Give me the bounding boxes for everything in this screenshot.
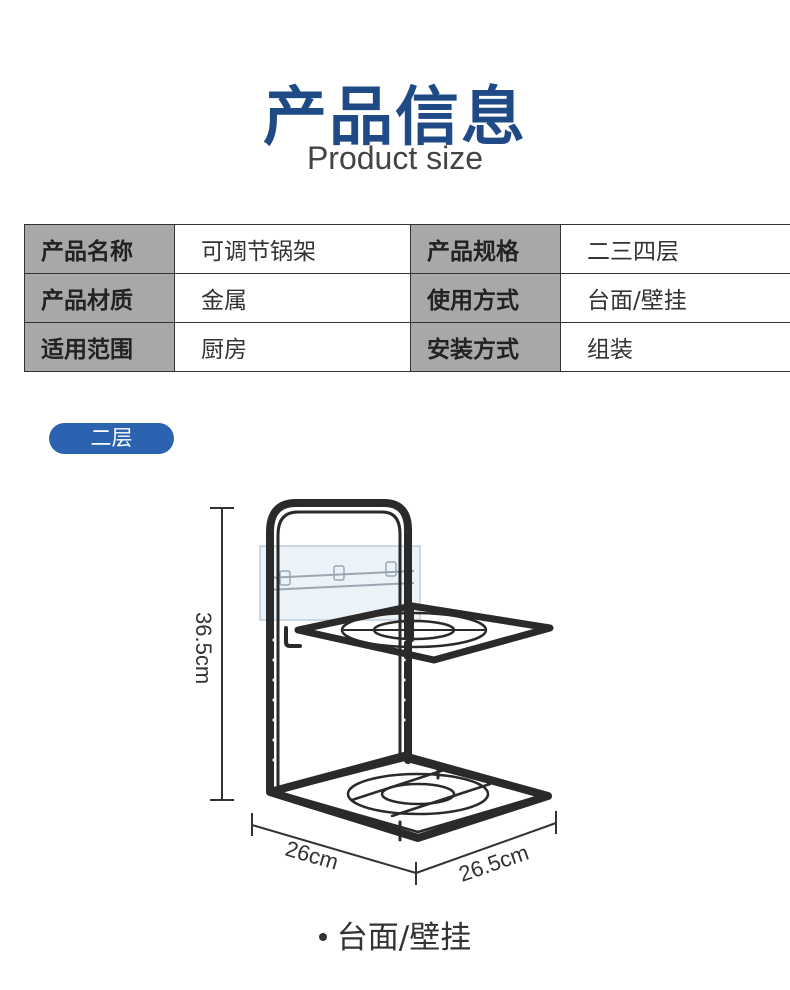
spec-value: 二三四层 — [560, 224, 790, 274]
width-dimension — [415, 811, 557, 874]
table-row: 适用范围 厨房 安装方式 组装 — [24, 322, 790, 372]
bullet-dot-icon — [318, 932, 327, 941]
spec-key: 安装方式 — [410, 322, 561, 372]
product-illustration: 36.5cm 26cm 26.5cm — [191, 499, 557, 887]
page-subtitle: Product size — [306, 140, 484, 176]
width-label: 26.5cm — [455, 840, 531, 887]
spec-key: 适用范围 — [24, 322, 175, 372]
caption-text: 台面/壁挂 — [336, 920, 472, 956]
spec-value: 台面/壁挂 — [560, 273, 790, 323]
table-row: 产品材质 金属 使用方式 台面/壁挂 — [24, 273, 790, 323]
spec-value: 可调节锅架 — [174, 224, 411, 274]
spec-key: 产品名称 — [24, 224, 175, 274]
depth-label: 26cm — [283, 836, 342, 875]
spec-table: 产品名称 可调节锅架 产品规格 二三四层 产品材质 金属 使用方式 台面/壁挂 … — [24, 224, 790, 372]
spec-value: 厨房 — [174, 322, 411, 372]
rack-frame — [266, 499, 554, 842]
page-title: 产品信息 — [263, 81, 527, 155]
spec-key: 产品规格 — [410, 224, 561, 274]
spec-value: 组装 — [560, 322, 790, 372]
usage-caption: 台面/壁挂 — [0, 912, 790, 957]
table-row: 产品名称 可调节锅架 产品规格 二三四层 — [24, 224, 790, 274]
height-label: 36.5cm — [191, 612, 216, 684]
spec-key: 使用方式 — [410, 273, 561, 323]
spec-key: 产品材质 — [24, 273, 175, 323]
depth-dimension — [251, 813, 417, 885]
height-dimension — [210, 507, 234, 801]
spec-value: 金属 — [174, 273, 411, 323]
variant-badge: 二层 — [49, 423, 174, 454]
